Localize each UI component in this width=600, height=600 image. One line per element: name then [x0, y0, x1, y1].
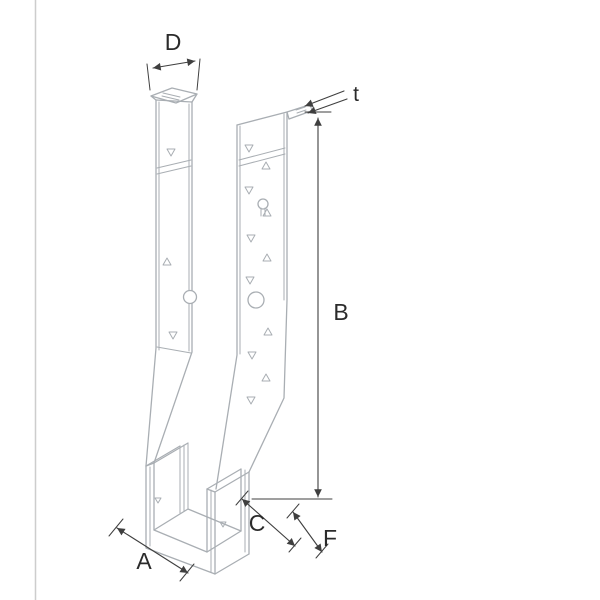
nail-holes [154, 144, 273, 528]
dimension-labels: D t B A C F [136, 29, 359, 574]
dimension-A [108, 518, 195, 582]
dimension-t [304, 90, 348, 115]
back-plate [215, 103, 315, 490]
bolt-holes [182, 289, 265, 309]
dimension-D [146, 58, 201, 91]
dimension-C [235, 490, 302, 553]
dimension-label-D: D [165, 29, 182, 55]
dimension-annotations: D t B A C F [108, 29, 359, 582]
left-strap [145, 87, 198, 467]
keyhole-slot [257, 198, 269, 217]
joist-hanger-artwork [145, 87, 315, 575]
dimension-F [286, 503, 329, 559]
dimension-label-C: C [249, 510, 266, 536]
dimension-label-t: t [353, 83, 359, 106]
top-left-flange [150, 87, 198, 104]
dimension-label-A: A [136, 548, 152, 574]
dimension-label-F: F [323, 525, 337, 551]
seat-stirrup [145, 442, 250, 575]
dimension-label-B: B [333, 299, 348, 325]
